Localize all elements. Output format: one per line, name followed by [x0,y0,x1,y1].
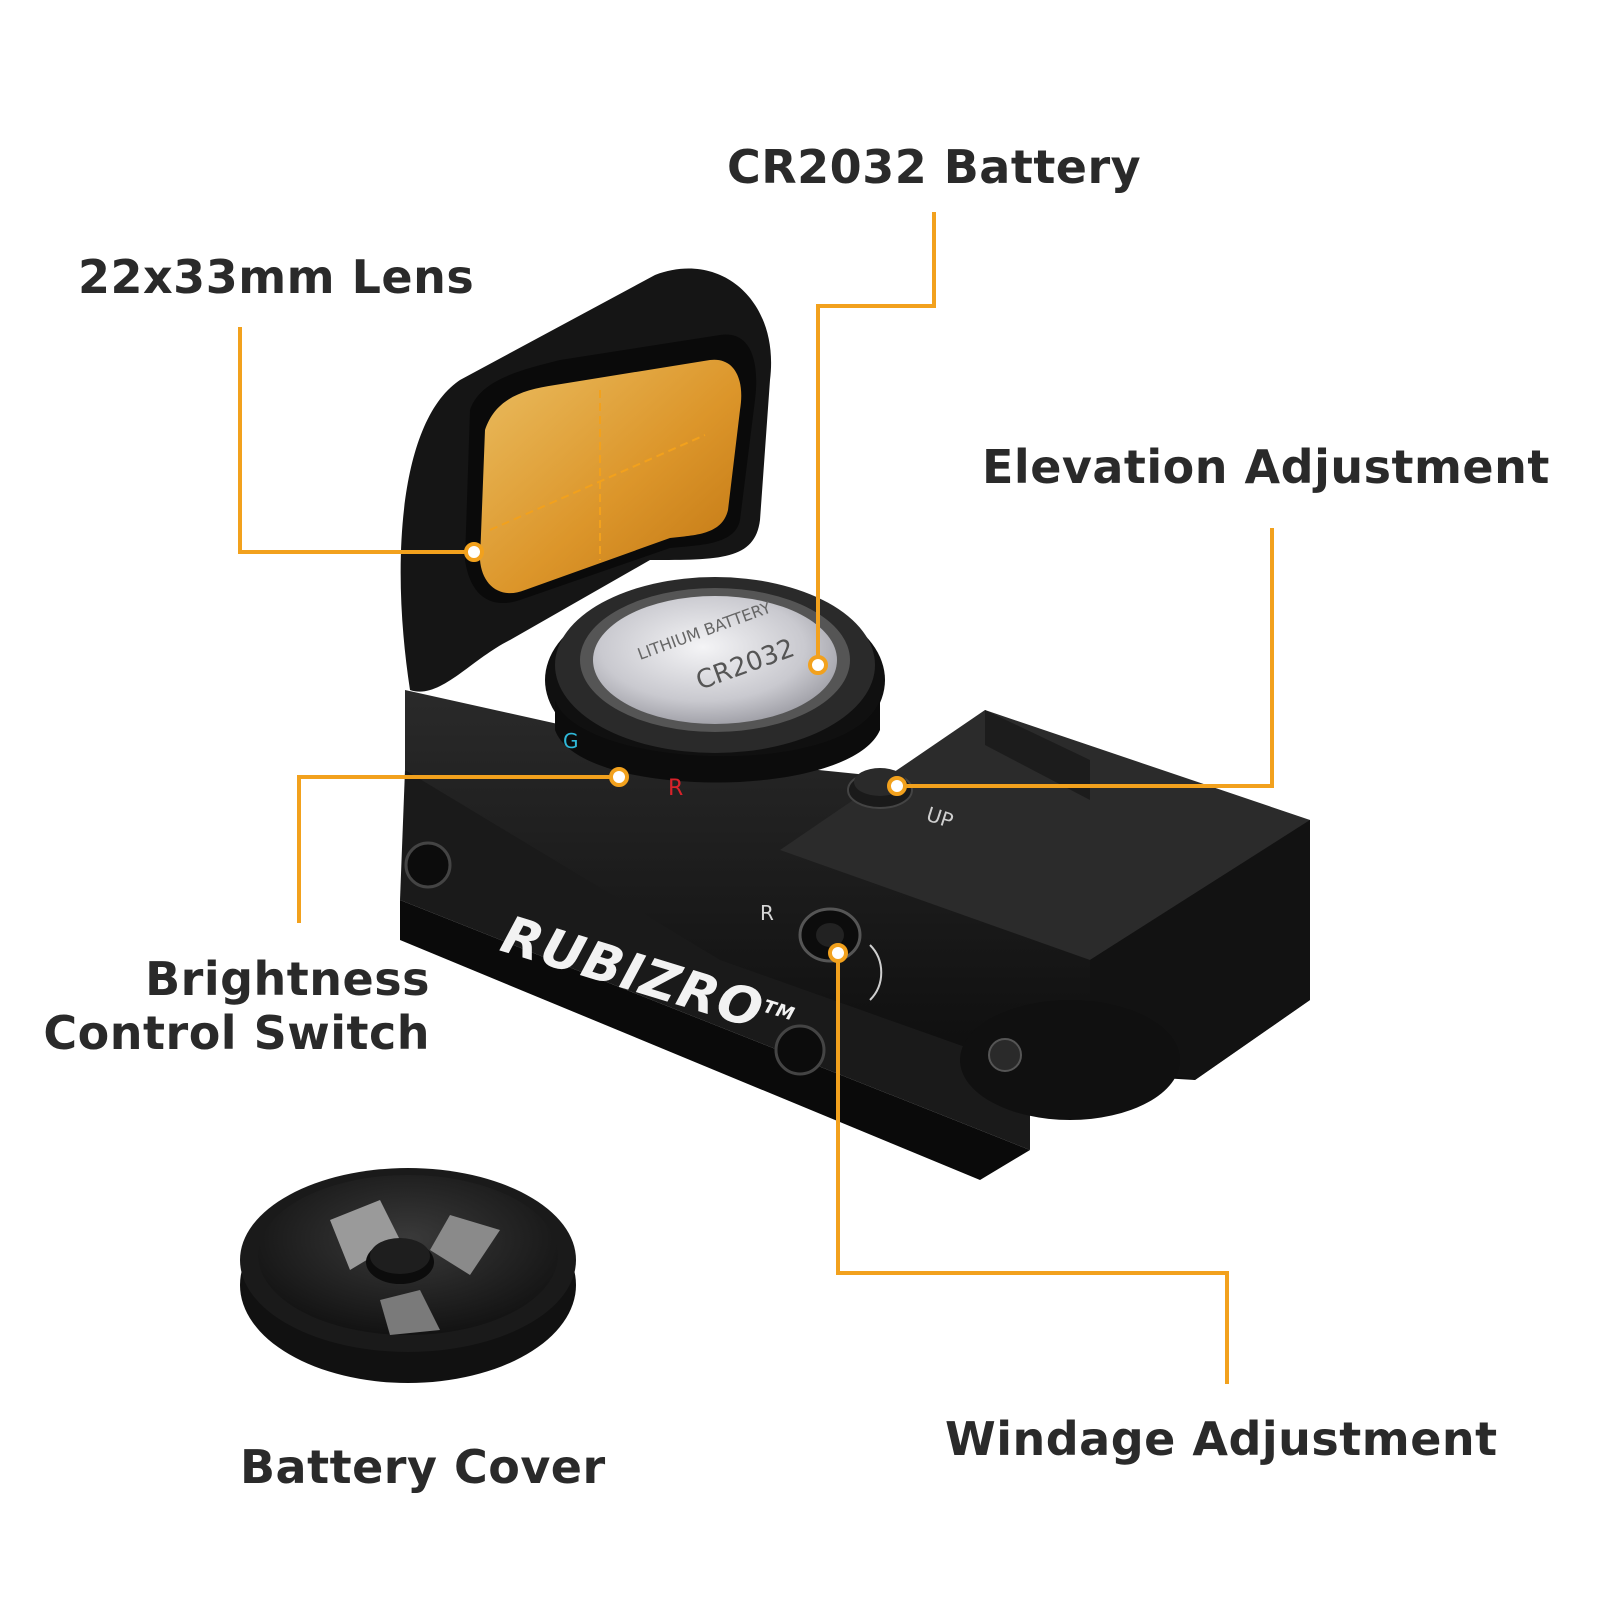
dial-letter-r: R [668,776,683,801]
sight-body [405,690,1310,1120]
mount-screw-icon [404,841,452,889]
elevation-callout-dot [887,776,907,796]
brightness-label-line1: Brightness [145,952,430,1006]
elevation-label: Elevation Adjustment [982,440,1550,494]
battery [593,596,837,724]
brightness-callout-line [297,775,619,923]
windage-callout-line [836,955,1229,1384]
mount-screw-icon [774,1024,826,1076]
brightness-callout-dot [609,767,629,787]
battery-compartment: CR2032 LITHIUM BATTERY G R [545,577,885,801]
brightness-label-line2: Control Switch [43,1006,430,1060]
windage-mark: R [760,901,774,925]
lens-callout-dot [464,542,484,562]
dial-letter-g: G [563,729,579,753]
brightness-label: Brightness Control Switch [40,952,430,1060]
clamp-screw-icon [988,1038,1022,1072]
elevation-callout-line [897,528,1274,788]
battery-callout-line [816,212,936,665]
windage-callout-dot [828,943,848,963]
callout-dots [464,542,907,963]
battery-cover-label: Battery Cover [240,1440,606,1494]
battery-callout-dot [808,655,828,675]
windage-label: Windage Adjustment [945,1412,1498,1466]
lens-callout-line [238,327,471,554]
trademark-mark: TM [760,996,798,1026]
lens-hood [400,268,772,692]
lens-label: 22x33mm Lens [78,250,475,304]
battery-cover [240,1168,576,1383]
callout-lines [238,212,1274,1384]
battery-label: CR2032 Battery [727,140,1142,194]
